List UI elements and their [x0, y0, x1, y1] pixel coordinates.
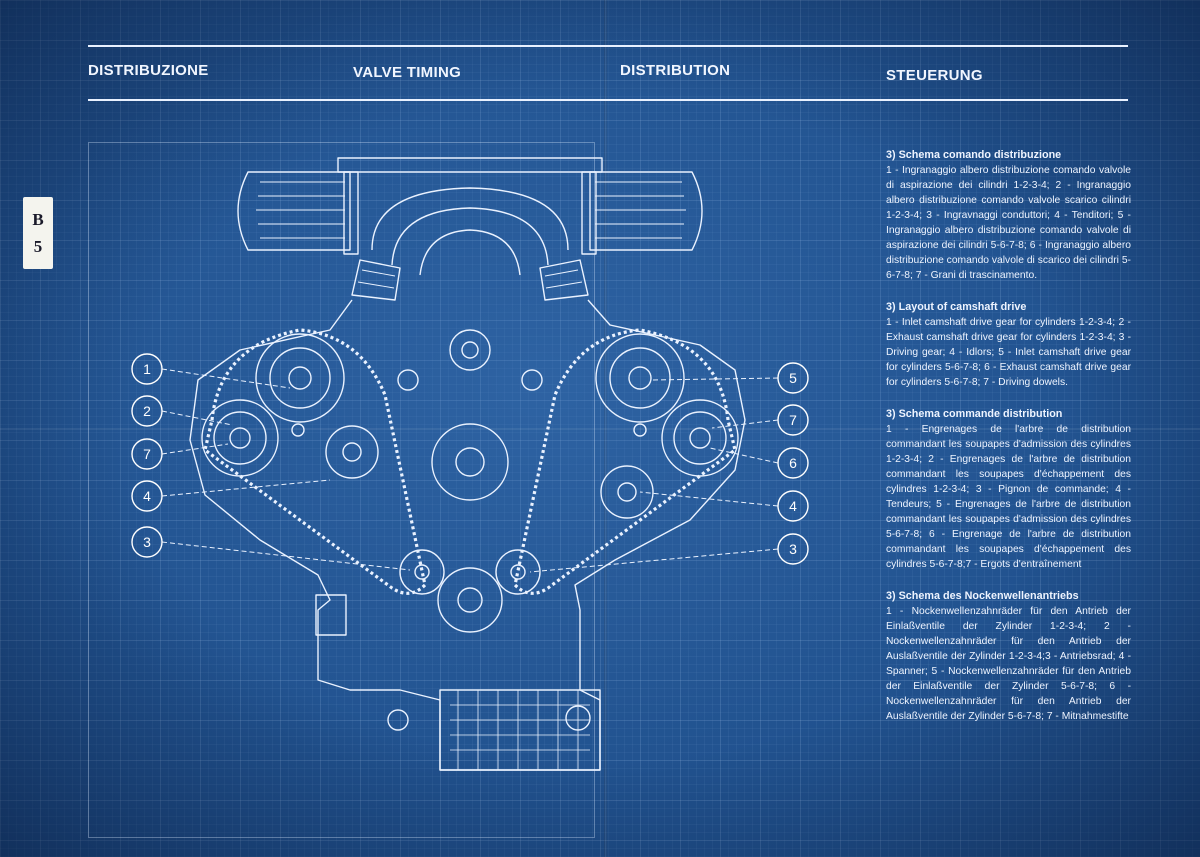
- callout-left-4: 4: [131, 480, 163, 512]
- section-body: 1 - Ingranaggio albero distribuzione com…: [886, 165, 1131, 281]
- fold-line-vertical: [604, 0, 607, 857]
- callout-left-2: 2: [131, 395, 163, 427]
- svg-text:4: 4: [143, 488, 151, 504]
- callout-right-4: 4: [777, 490, 809, 522]
- fold-line-horizontal: [0, 428, 1200, 430]
- header-english: VALVE TIMING: [353, 64, 462, 81]
- legend-section-english: 3) Layout of camshaft drive 1 - Inlet ca…: [886, 300, 1131, 390]
- section-body: 1 - Engrenages de l'arbre de distributio…: [886, 424, 1131, 570]
- section-title: 3) Layout of camshaft drive: [886, 301, 1027, 313]
- legend-text-column: 3) Schema comando distribuzione 1 - Ingr…: [886, 148, 1131, 741]
- section-title: 3) Schema commande distribution: [886, 408, 1063, 420]
- svg-text:7: 7: [789, 412, 797, 428]
- callout-right-2: 7: [777, 404, 809, 436]
- callout-left-3: 7: [131, 438, 163, 470]
- diagram-frame: [88, 142, 595, 838]
- badge-number: 5: [33, 237, 43, 256]
- section-title: 3) Schema comando distribuzione: [886, 149, 1062, 161]
- callout-left-5: 3: [131, 526, 163, 558]
- intake-assembly: [237, 157, 703, 301]
- section-title: 3) Schema des Nockenwellenantriebs: [886, 590, 1079, 602]
- header-french: DISTRIBUTION: [620, 62, 731, 79]
- section-body: 1 - Inlet camshaft drive gear for cylind…: [886, 317, 1131, 388]
- svg-text:1: 1: [143, 361, 151, 377]
- gears: [201, 329, 739, 633]
- svg-text:2: 2: [143, 403, 151, 419]
- callouts-right: 5 7 6 4 3: [777, 362, 809, 565]
- engine-block: [189, 299, 746, 771]
- callout-right-5: 3: [777, 533, 809, 565]
- callout-right-3: 6: [777, 447, 809, 479]
- svg-text:3: 3: [789, 541, 797, 557]
- svg-text:7: 7: [143, 446, 151, 462]
- svg-text:3: 3: [143, 534, 151, 550]
- badge-letter: B: [32, 210, 44, 229]
- legend-section-italian: 3) Schema comando distribuzione 1 - Ingr…: [886, 148, 1131, 283]
- svg-text:5: 5: [789, 370, 797, 386]
- page-badge: B 5: [23, 197, 53, 269]
- timing-belts: [203, 328, 737, 595]
- callout-right-1: 5: [777, 362, 809, 394]
- legend-section-french: 3) Schema commande distribution 1 - Engr…: [886, 407, 1131, 572]
- header-german: STEUERUNG: [886, 67, 983, 84]
- header-rule-bottom: [88, 99, 1128, 101]
- leader-lines: [161, 368, 779, 573]
- callouts-left: 1 2 7 4 3: [131, 353, 163, 558]
- svg-text:4: 4: [789, 498, 797, 514]
- header-rule-top: [88, 45, 1128, 47]
- callout-left-1: 1: [131, 353, 163, 385]
- svg-text:6: 6: [789, 455, 797, 471]
- header-italian: DISTRIBUZIONE: [88, 62, 209, 79]
- section-body: 1 - Nockenwellenzahnräder für den Antrie…: [886, 606, 1131, 722]
- legend-section-german: 3) Schema des Nockenwellenantriebs 1 - N…: [886, 589, 1131, 724]
